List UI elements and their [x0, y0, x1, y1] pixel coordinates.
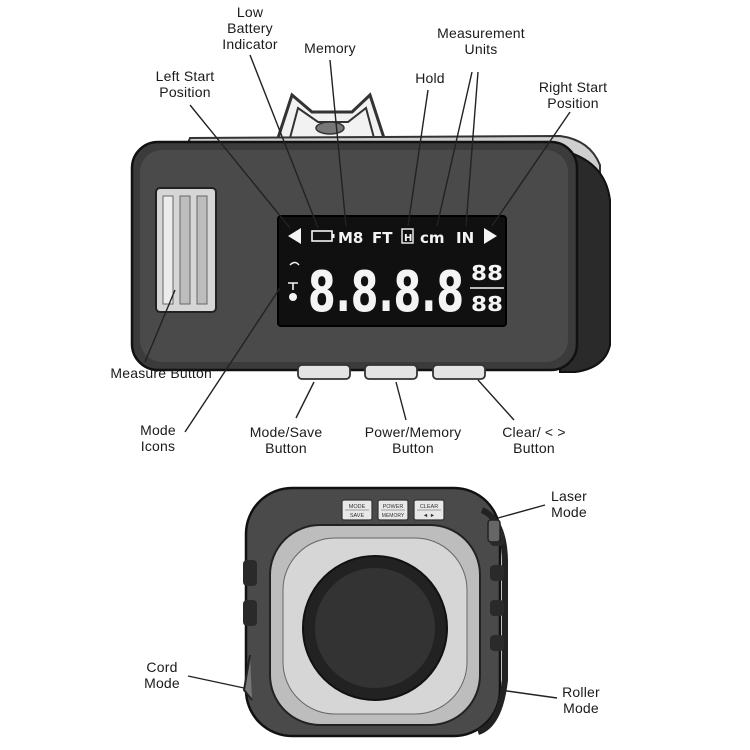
leader-mode-save: [295, 381, 315, 419]
lcd-main-digits: 8.8.8.8: [308, 260, 464, 325]
label-measure-button: Measure Button: [110, 365, 212, 381]
key-power-top: POWER: [383, 504, 404, 510]
key-mode-top: MODE: [349, 504, 366, 510]
laser-window: [487, 519, 501, 543]
label-power-memory: Power/Memory Button: [364, 424, 462, 456]
leader-memory: [329, 59, 347, 227]
leader-power: [395, 381, 407, 421]
mode-icon-wheel: [289, 293, 297, 301]
leader-roller: [499, 689, 558, 699]
label-hold: Hold: [415, 70, 445, 86]
clear-key: [432, 364, 486, 380]
leader-units-cm: [436, 71, 473, 227]
belt-clip: [276, 92, 386, 139]
leader-lines: [144, 54, 571, 699]
lcd-screen: [277, 215, 507, 327]
label-measurement-units: Measurement Units: [437, 25, 525, 57]
right-start-arrow: [484, 228, 497, 244]
key-clear-bottom: ◄ ►: [423, 513, 435, 519]
label-laser-mode: Laser Mode: [550, 488, 588, 520]
leader-clear: [477, 379, 515, 421]
leader-hold: [407, 89, 429, 227]
mode-icon-tee: [288, 282, 298, 290]
key-clear-top: CLEAR: [420, 504, 438, 510]
lcd-small-bottom: 88: [471, 292, 503, 316]
leader-cord: [187, 675, 245, 689]
mode-icon-arc: [289, 261, 300, 266]
label-left-start: Left Start Position: [155, 68, 215, 100]
label-clear: Clear/ < > Button: [502, 424, 566, 456]
leader-units-in: [465, 71, 479, 227]
lcd-inch: IN: [456, 229, 474, 247]
left-start-arrow: [288, 228, 301, 244]
label-mode-icons: Mode Icons: [140, 422, 176, 454]
lcd-ft: FT: [372, 229, 393, 247]
mode-save-key: [297, 364, 351, 380]
key-power-bottom: MEMORY: [382, 513, 405, 519]
leader-left-start: [189, 104, 291, 229]
label-memory: Memory: [304, 40, 356, 56]
label-low-battery: Low Battery Indicator: [222, 4, 278, 52]
leader-right-start: [491, 111, 571, 227]
leader-low-battery: [249, 54, 319, 229]
cord-hook: [242, 654, 253, 701]
leader-mode-icons: [184, 287, 281, 433]
lcd-memory: M8: [338, 229, 363, 247]
lcd-small-top: 88: [471, 261, 503, 285]
leader-measure: [144, 289, 176, 363]
label-cord-mode: Cord Mode: [144, 659, 180, 691]
leader-laser: [497, 504, 546, 519]
label-right-start: Right Start Position: [538, 79, 608, 111]
label-roller-mode: Roller Mode: [562, 684, 600, 716]
lcd-hold: H: [404, 233, 412, 244]
key-mode-bottom: SAVE: [350, 513, 365, 519]
lcd-cm: cm: [420, 229, 445, 247]
power-memory-key: [364, 364, 418, 380]
label-mode-save: Mode/Save Button: [249, 424, 323, 456]
